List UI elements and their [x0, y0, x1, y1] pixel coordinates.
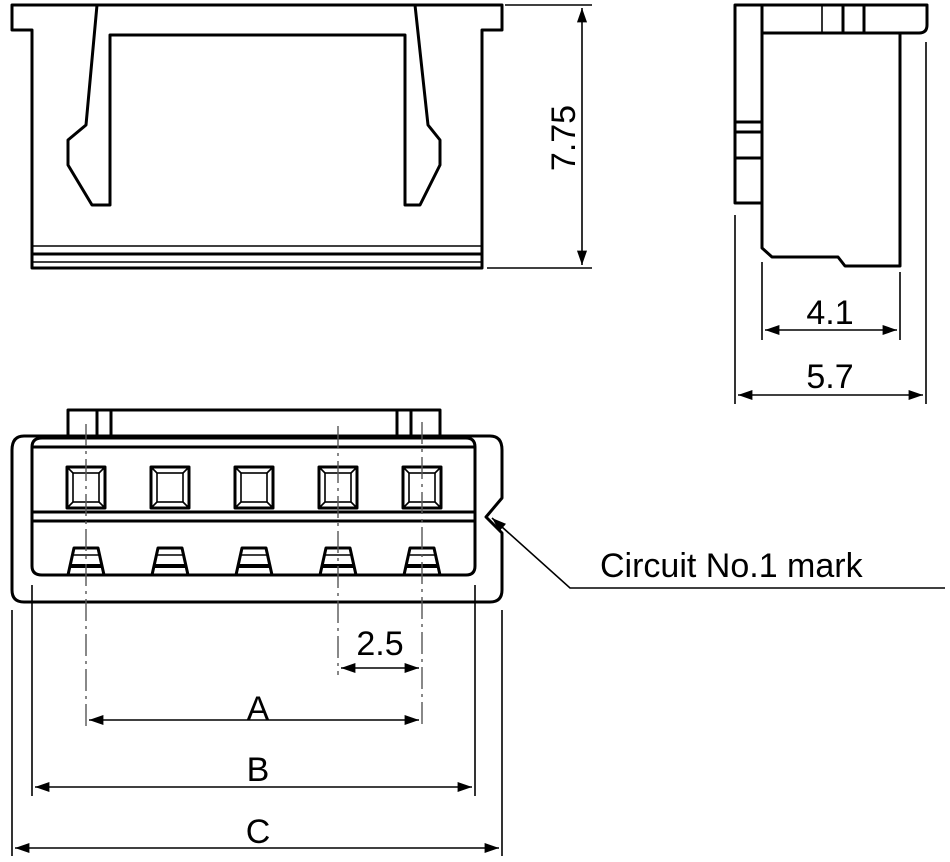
side-view: [733, 3, 929, 268]
pitch-label: 2.5: [356, 625, 403, 663]
height-label: 7.75: [545, 105, 583, 171]
depth-dimensions: 4.1 5.7: [734, 42, 927, 404]
dimension-b-label: B: [247, 751, 270, 789]
front-dimensions: 2.5 A B C: [11, 585, 503, 856]
circuit-mark-label: Circuit No.1 mark: [600, 547, 864, 585]
contact-cavity: [149, 465, 191, 576]
circuit-mark-callout: Circuit No.1 mark: [491, 517, 945, 589]
front-view: [10, 408, 504, 728]
dimension-a-label: A: [247, 690, 270, 728]
contact-cavity: [233, 465, 275, 576]
depth-inner-label: 4.1: [806, 294, 853, 332]
height-dimension: 7.75: [487, 4, 592, 269]
top-view: [10, 3, 504, 270]
dimension-c-label: C: [246, 813, 271, 851]
depth-outer-label: 5.7: [806, 358, 853, 396]
